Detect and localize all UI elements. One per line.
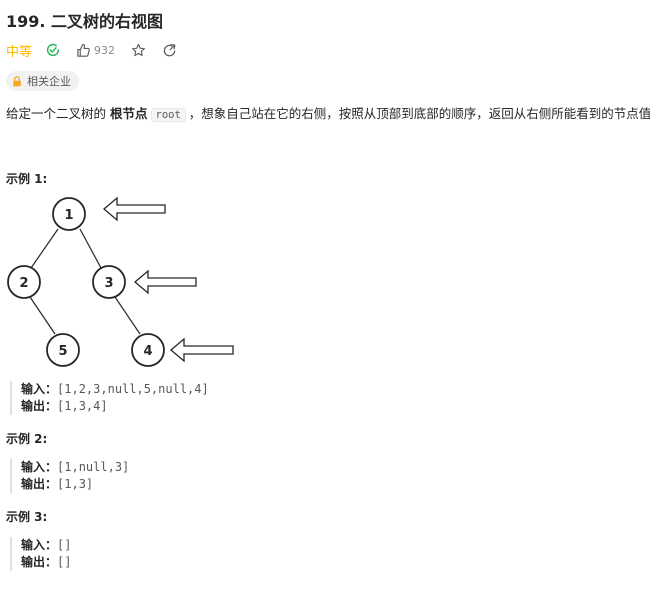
related-companies-tag[interactable]: 相关企业: [6, 71, 79, 91]
example-3-heading: 示例 3:: [6, 510, 48, 524]
input-value: []: [57, 538, 72, 552]
right-view-arrows: [102, 196, 234, 363]
example-2-block: 输入：[1,null,3] 输出：[1,3]: [10, 459, 129, 493]
tree-node-label: 4: [143, 344, 152, 359]
input-label: 输入：: [21, 460, 58, 474]
example-1-input: 输入：[1,2,3,null,5,null,4]: [21, 381, 209, 398]
tag-label: 相关企业: [27, 75, 71, 88]
tree-node-3: 3: [92, 265, 126, 299]
tree-node-label: 1: [64, 208, 73, 223]
output-value: [1,3]: [57, 477, 94, 491]
output-label: 输出：: [21, 555, 58, 569]
lock-icon: [12, 75, 22, 87]
example-1-heading: 示例 1:: [6, 172, 48, 186]
difficulty-badge: 中等: [6, 44, 33, 60]
star-icon: [131, 43, 146, 58]
left-arrow-icon: [169, 337, 234, 363]
tree-edges: [29, 228, 141, 335]
thumbs-up-icon: [76, 43, 91, 58]
example-3-input: 输入：[]: [21, 537, 71, 554]
output-value: []: [57, 555, 72, 569]
example-2-heading: 示例 2:: [6, 432, 48, 446]
example-3-block: 输入：[] 输出：[]: [10, 537, 71, 571]
tree-node-4: 4: [131, 333, 165, 367]
input-label: 输入：: [21, 538, 58, 552]
left-arrow-icon: [102, 196, 166, 222]
example-3-output: 输出：[]: [21, 554, 71, 571]
tree-node-label: 2: [19, 276, 28, 291]
tree-node-label: 5: [58, 344, 67, 359]
tree-node-1: 1: [52, 197, 86, 231]
description-suffix: ，想象自己站在它的右侧，按照从顶部到底部的顺序，返回从右侧所能看到的节点值。: [188, 106, 650, 121]
edge-2-5: [29, 296, 56, 335]
favorite-button[interactable]: [131, 40, 146, 60]
edge-1-3: [79, 228, 102, 269]
output-label: 输出：: [21, 399, 58, 413]
tree-node-2: 2: [7, 265, 41, 299]
binary-tree-diagram: 1 2 3 5 4: [7, 196, 234, 367]
edge-1-2: [30, 228, 59, 269]
example-2-output: 输出：[1,3]: [21, 476, 129, 493]
description-prefix: 给定一个二叉树的: [6, 106, 110, 121]
share-button[interactable]: [162, 40, 177, 60]
like-count: 932: [94, 43, 116, 57]
input-label: 输入：: [21, 382, 58, 396]
output-label: 输出：: [21, 477, 58, 491]
share-icon: [162, 43, 177, 58]
problem-title: 199. 二叉树的右视图: [6, 12, 164, 31]
left-arrow-icon: [133, 269, 197, 295]
input-value: [1,null,3]: [57, 460, 130, 474]
example-1-block: 输入：[1,2,3,null,5,null,4] 输出：[1,3,4]: [10, 381, 209, 415]
input-value: [1,2,3,null,5,null,4]: [57, 382, 209, 396]
example-2-input: 输入：[1,null,3]: [21, 459, 129, 476]
tree-node-label: 3: [104, 276, 113, 291]
like-button[interactable]: 932: [76, 40, 115, 60]
inline-code: root: [150, 108, 186, 122]
edge-3-4: [114, 296, 141, 335]
problem-meta-bar: 中等 932: [6, 40, 177, 60]
output-value: [1,3,4]: [57, 399, 108, 413]
check-circle-icon: [46, 40, 60, 60]
description-bold: 根节点: [109, 106, 148, 121]
tree-node-5: 5: [46, 333, 80, 367]
example-1-output: 输出：[1,3,4]: [21, 398, 209, 415]
